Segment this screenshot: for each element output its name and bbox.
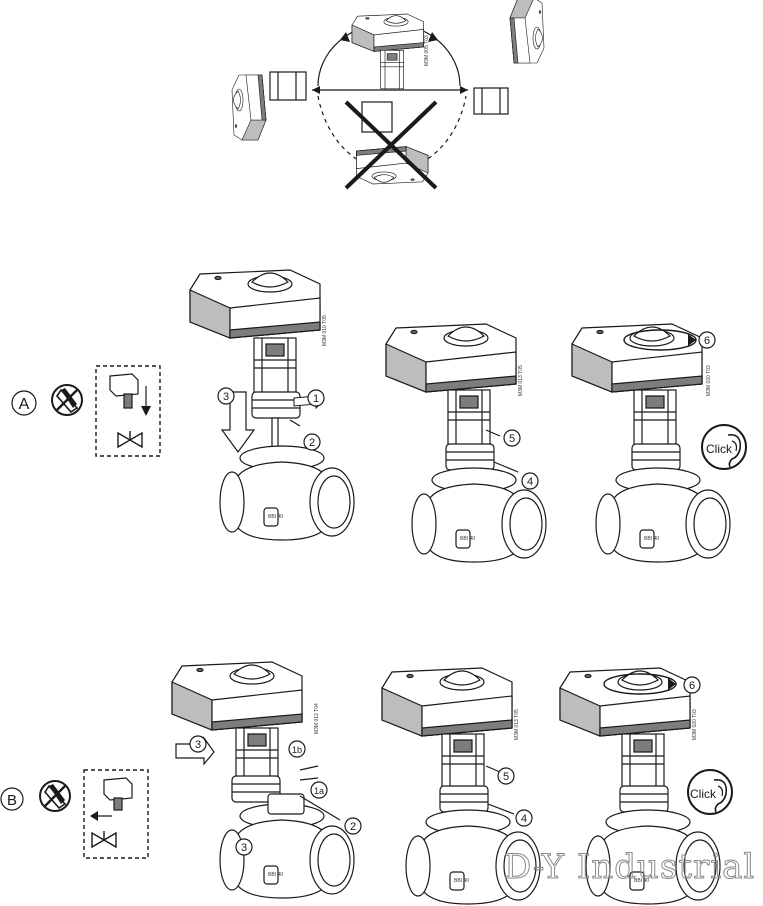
- figure-a2: M3M 013 T05: [385, 323, 547, 563]
- svg-text:M3M 010 T05: M3M 010 T05: [322, 315, 328, 346]
- svg-text:M3M 013 T05: M3M 013 T05: [518, 365, 524, 396]
- svg-text:M3M 020 T03: M3M 020 T03: [706, 365, 712, 396]
- figure-b3: M3M 020 T03: [559, 667, 721, 905]
- figure-b2: M3M 013 T05: [381, 667, 541, 905]
- svg-text:1: 1: [313, 393, 319, 405]
- click-label: Click: [690, 787, 717, 801]
- svg-text:6: 6: [704, 335, 710, 347]
- step-2: 2: [344, 817, 362, 835]
- step-4: 4: [521, 472, 539, 490]
- section-a: A M3M 010 T05 3 1 2: [11, 269, 747, 563]
- step-2: 2: [303, 433, 321, 451]
- section-b-marker: B: [7, 792, 17, 809]
- section-b: B M3M 013 T04 3 1b 1a 2 3: [0, 661, 733, 905]
- step-6: 6: [683, 676, 701, 694]
- step-3: 3: [189, 735, 207, 753]
- actuator-icon: [103, 777, 133, 811]
- svg-text:4: 4: [527, 476, 533, 488]
- svg-text:5: 5: [503, 771, 509, 783]
- step-1b: 1b: [288, 740, 306, 758]
- figure-a3: M3M 020 T03: [571, 323, 731, 563]
- svg-text:M3M 013 T04: M3M 013 T04: [314, 703, 320, 734]
- step-6: 6: [698, 331, 716, 349]
- figure-a1: M3M 010 T05: [189, 269, 355, 541]
- step-3: 3: [235, 838, 253, 856]
- figure-b1: M3M 013 T04: [171, 661, 355, 899]
- click-label: Click: [706, 442, 733, 456]
- svg-text:3: 3: [195, 739, 201, 751]
- actuator-icon: [109, 373, 139, 409]
- step-1a: 1a: [310, 781, 328, 799]
- section-a-marker: A: [19, 396, 30, 413]
- valve-symbol-icon: [91, 830, 117, 848]
- svg-text:1a: 1a: [314, 786, 324, 796]
- orientation-diagram: M3M 005 T03: [231, 0, 545, 190]
- step-4: 4: [515, 809, 533, 827]
- no-tool-icon: [50, 383, 84, 417]
- valve-symbol-icon: [117, 430, 143, 448]
- svg-text:3: 3: [241, 842, 247, 854]
- no-tool-icon: [38, 779, 72, 813]
- svg-text:1b: 1b: [292, 745, 302, 755]
- svg-text:3: 3: [223, 391, 229, 403]
- step-5: 5: [503, 429, 521, 447]
- watermark: D-Y Industrial: [504, 847, 755, 887]
- svg-text:6: 6: [689, 680, 695, 692]
- svg-text:2: 2: [350, 821, 356, 833]
- svg-text:2: 2: [309, 437, 315, 449]
- step-3: 3: [217, 387, 235, 405]
- svg-text:M3M 020 T03: M3M 020 T03: [692, 709, 698, 740]
- step-5: 5: [497, 767, 515, 785]
- mounting-hint-box: [83, 769, 149, 859]
- svg-text:M3M 013 T05: M3M 013 T05: [514, 709, 520, 740]
- figure-code: M3M 005 T03: [424, 35, 430, 66]
- mounting-hint-box: [95, 365, 161, 457]
- svg-text:4: 4: [521, 813, 527, 825]
- step-1: 1: [307, 389, 325, 407]
- svg-text:5: 5: [509, 433, 515, 445]
